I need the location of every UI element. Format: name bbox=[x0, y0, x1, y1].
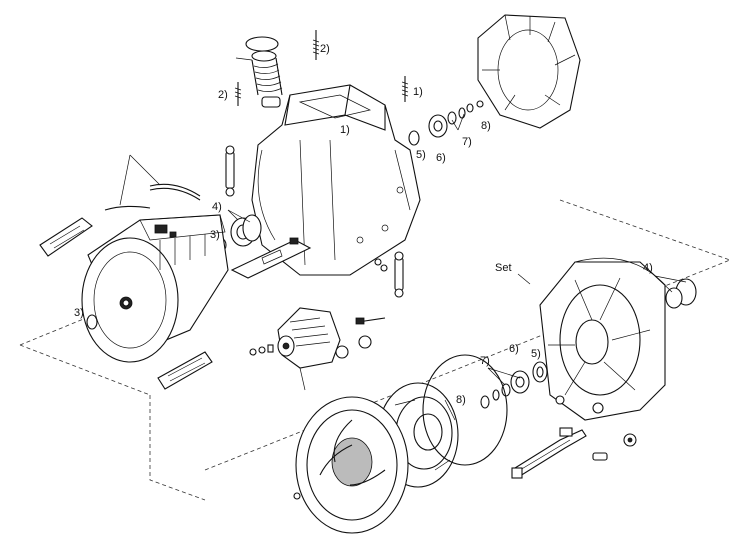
bearing-stack bbox=[408, 100, 484, 146]
callout-7-top: 7) bbox=[462, 136, 472, 148]
control-plate bbox=[230, 237, 312, 279]
callout-1-center: 1) bbox=[340, 124, 350, 136]
callout-5-top: 5) bbox=[416, 149, 426, 161]
shock-absorber bbox=[225, 145, 404, 298]
callout-7-bottom: 7) bbox=[480, 355, 490, 367]
callout-8-top: 8) bbox=[481, 120, 491, 132]
rear-tub-half bbox=[539, 257, 666, 421]
callout-6-top: 6) bbox=[436, 152, 446, 164]
motor bbox=[277, 307, 386, 391]
gasket-ring bbox=[422, 354, 508, 466]
callout-8-bottom: 8) bbox=[456, 394, 466, 406]
set-label: Set bbox=[495, 262, 512, 274]
door-frame bbox=[295, 396, 409, 534]
callout-4-left: 4) bbox=[212, 201, 222, 213]
tub-housing bbox=[251, 84, 421, 276]
callout-6-bottom: 6) bbox=[509, 343, 519, 355]
callout-2-left: 2) bbox=[218, 89, 228, 101]
callout-leaders bbox=[227, 113, 687, 386]
callout-2-top: 2) bbox=[320, 43, 330, 55]
callout-3-drum: 3) bbox=[74, 307, 84, 319]
o-ring bbox=[86, 278, 697, 330]
callout-4-right: 4) bbox=[643, 262, 653, 274]
hose-assembly bbox=[235, 36, 283, 108]
bearing-seal bbox=[217, 214, 262, 252]
temperature-sensor bbox=[592, 433, 637, 461]
callout-3-left: 3) bbox=[210, 229, 220, 241]
heater-element bbox=[511, 427, 587, 479]
counterweight bbox=[477, 14, 581, 129]
drum-lifter bbox=[39, 217, 213, 390]
drum bbox=[81, 214, 229, 363]
callout-1-right: 1) bbox=[413, 86, 423, 98]
callout-5-bottom: 5) bbox=[531, 348, 541, 360]
drum-brace bbox=[104, 154, 201, 211]
